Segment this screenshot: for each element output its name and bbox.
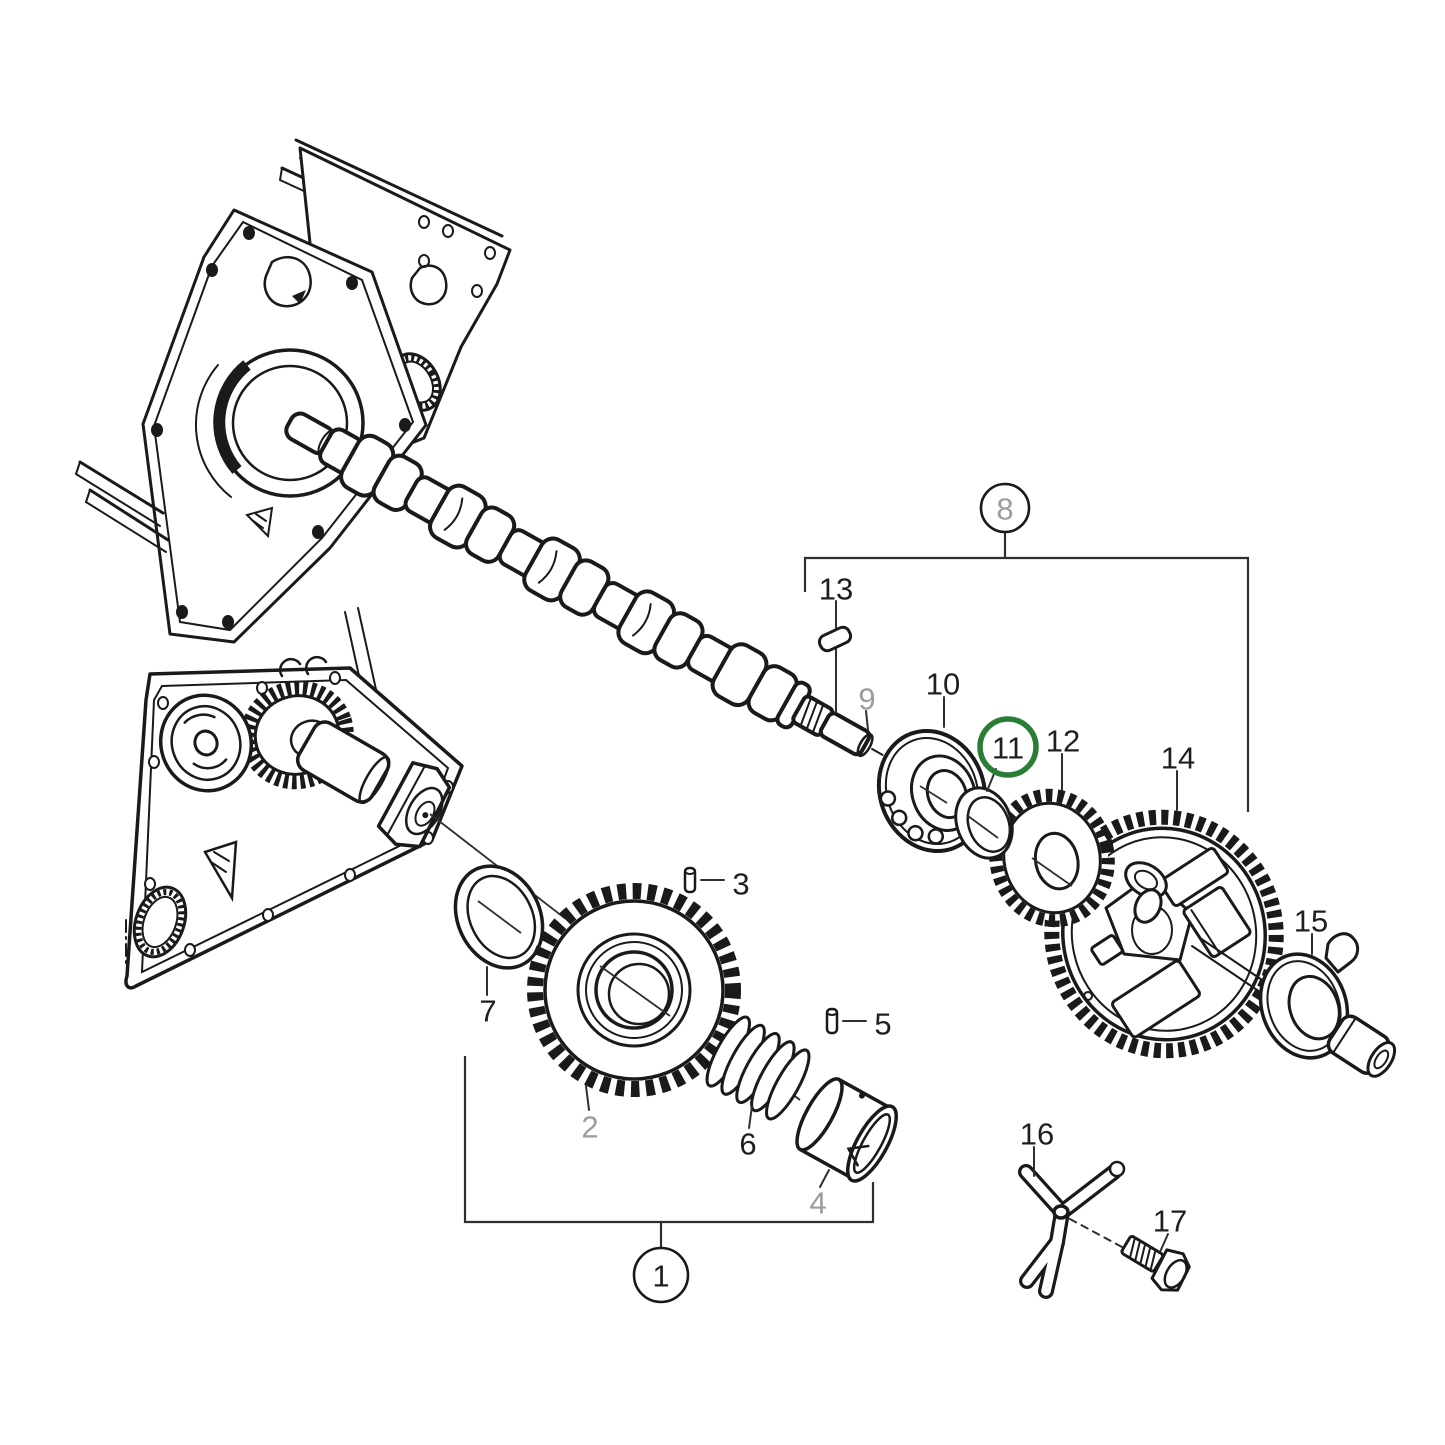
callout-16-label[interactable]: 16: [1020, 1117, 1054, 1152]
callout-1-label[interactable]: 1: [652, 1259, 669, 1294]
camshaft: [284, 411, 884, 758]
pin-5: [825, 1007, 839, 1035]
callout-7-label[interactable]: 7: [479, 994, 496, 1029]
woodruff-key-13: [817, 625, 853, 653]
fork-16: [1018, 1160, 1126, 1299]
group-8-bracket: [803, 532, 1250, 812]
bushing-4: [795, 1077, 898, 1183]
callout-labels: 1 2 3 4 5 6 7 8 9 10 11 12 13 14 15 16 1…: [479, 492, 1328, 1294]
group-1-bracket: [463, 1056, 875, 1248]
bolt-17: [1120, 1235, 1191, 1292]
callout-circle-1[interactable]: [632, 1246, 690, 1304]
callout-5-label[interactable]: 5: [874, 1007, 891, 1042]
callout-14-label[interactable]: 14: [1161, 741, 1195, 776]
idler-gear-2: [527, 883, 741, 1097]
callout-12-label[interactable]: 12: [1046, 724, 1080, 759]
pump-drive-shaft-assembly: [158, 680, 452, 849]
callout-11-label[interactable]: 11: [992, 731, 1024, 766]
callout-3-label[interactable]: 3: [732, 867, 749, 902]
callout-13-label[interactable]: 13: [819, 572, 853, 607]
callout-10-label[interactable]: 10: [926, 667, 960, 702]
callout-6-label[interactable]: 6: [739, 1127, 756, 1162]
callout-17-label[interactable]: 17: [1153, 1204, 1187, 1239]
highlight-ring-11[interactable]: [977, 716, 1039, 778]
callout-15-label[interactable]: 15: [1294, 904, 1328, 939]
snap-ring-11: [954, 786, 1014, 860]
callout-4-label[interactable]: 4: [809, 1186, 826, 1221]
callout-circle-8[interactable]: [979, 482, 1031, 534]
lead-lines: [486, 696, 1313, 1253]
callout-9-label[interactable]: 9: [858, 682, 875, 717]
callout-8-label[interactable]: 8: [996, 492, 1013, 527]
camshaft-gear-14: [1044, 809, 1284, 1059]
pin-3: [683, 866, 697, 894]
gear-12: [989, 788, 1115, 928]
hub-15: [1258, 932, 1397, 1078]
callout-2-label[interactable]: 2: [581, 1110, 598, 1145]
spring-6: [705, 1015, 811, 1121]
